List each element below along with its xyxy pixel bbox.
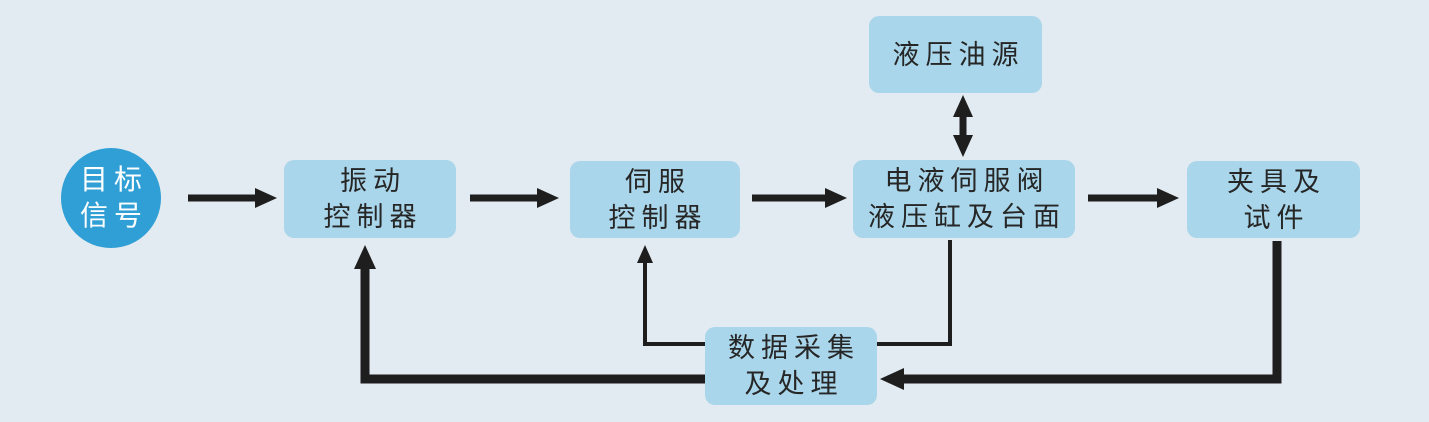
node-label-line: 数据采集	[728, 333, 860, 363]
node-label-line: 液压缸及台面	[868, 202, 1066, 232]
node-label-line: 控制器	[323, 202, 423, 232]
node-label-line: 及处理	[744, 369, 844, 399]
node-label-line: 目标	[79, 164, 148, 195]
node-label-line: 伺服	[625, 166, 691, 197]
node-label-line: 信号	[79, 200, 148, 231]
node-label-line: 夹具及	[1227, 166, 1326, 197]
node-hydraulic-oil-source: 液压油源	[869, 16, 1042, 93]
node-vibration-controller: 振动 控制器	[284, 160, 456, 238]
node-label-line: 控制器	[608, 202, 708, 233]
node-data-acquisition: 数据采集 及处理	[705, 327, 877, 405]
node-servo-valve-cylinder-table: 电液伺服阀 液压缸及台面	[853, 160, 1075, 238]
node-label-line: 液压油源	[892, 39, 1025, 70]
arrow-fixture-to-data	[880, 241, 1282, 390]
node-target-signal: 目标 信号	[61, 148, 161, 248]
node-label-line: 试件	[1243, 202, 1310, 233]
node-label-line: 电液伺服阀	[884, 166, 1050, 196]
arrow-valve-to-data	[844, 240, 952, 352]
node-label-line: 振动	[340, 166, 406, 196]
arrow-data-to-vibration	[354, 245, 705, 384]
node-servo-controller: 伺服 控制器	[570, 161, 740, 238]
node-fixture-specimen: 夹具及 试件	[1187, 161, 1360, 238]
arrow-data-to-servo	[637, 245, 705, 346]
